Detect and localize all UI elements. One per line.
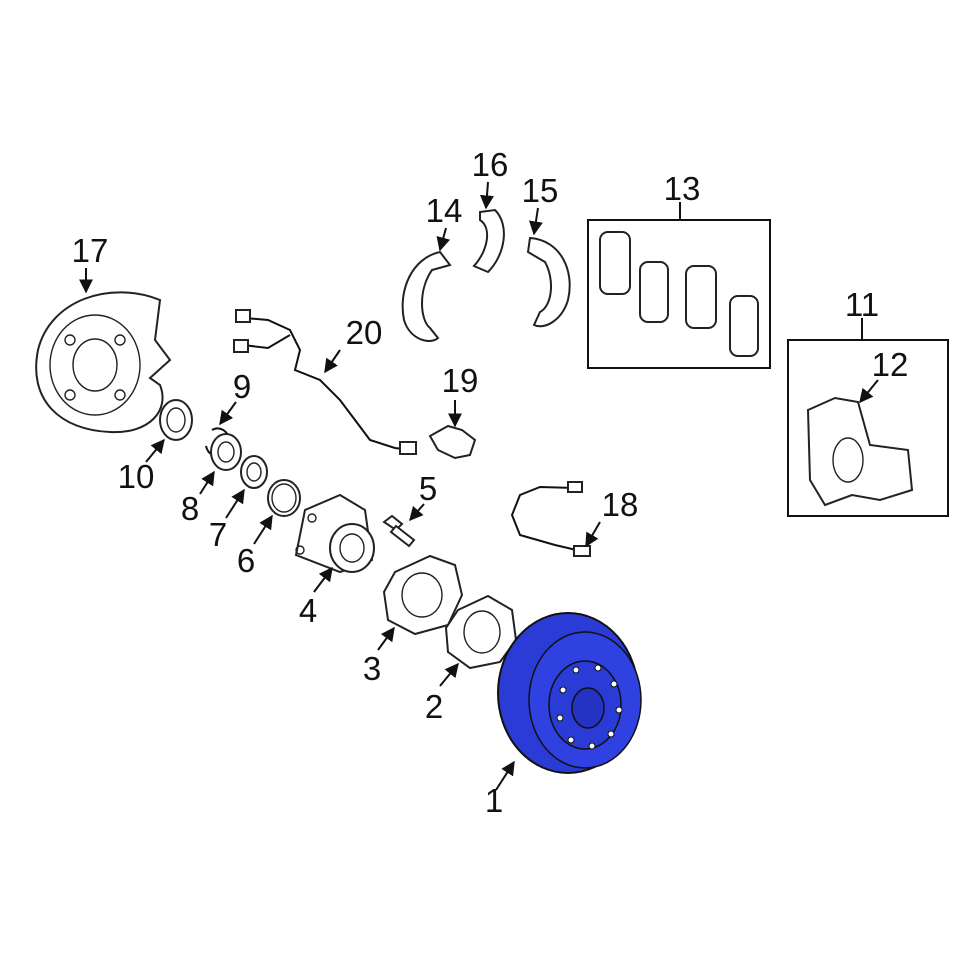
hub-assembly	[294, 493, 375, 574]
callout-13: 13	[664, 170, 701, 207]
bolt	[382, 514, 416, 548]
brake-pads	[599, 231, 759, 357]
callout-16: 16	[472, 146, 509, 183]
shoe-clip	[472, 208, 505, 274]
oil-seal	[159, 399, 193, 441]
brake-shoe-left	[401, 250, 452, 342]
callout-9: 9	[233, 368, 251, 405]
sensor-bracket	[428, 424, 477, 460]
callout-7: 7	[209, 516, 227, 553]
callout-6: 6	[237, 542, 255, 579]
brake-shoe-right	[526, 236, 571, 328]
abs-sensor-harness	[233, 309, 417, 455]
callout-3: 3	[363, 650, 381, 687]
callout-14: 14	[426, 192, 463, 229]
caliper	[806, 396, 914, 507]
callout-10: 10	[118, 458, 155, 495]
o-ring	[267, 479, 301, 517]
callout-5: 5	[419, 470, 437, 507]
bearing	[210, 433, 242, 471]
brake-rotor[interactable]	[497, 612, 642, 774]
callout-11: 11	[845, 286, 879, 323]
callout-15: 15	[522, 172, 559, 209]
callout-18: 18	[602, 486, 639, 523]
callout-1: 1	[485, 782, 503, 819]
callout-19: 19	[442, 362, 479, 399]
callout-17: 17	[72, 232, 109, 269]
caliper-box	[787, 339, 949, 517]
gasket	[444, 594, 518, 670]
callout-8: 8	[181, 490, 199, 527]
brake-hose	[510, 481, 591, 557]
callout-12: 12	[872, 346, 909, 383]
callout-20: 20	[346, 314, 383, 351]
backing-plate	[35, 291, 172, 434]
callout-2: 2	[425, 688, 443, 725]
retainer-ring	[240, 455, 268, 489]
callout-4: 4	[299, 592, 317, 629]
leader-lines	[79, 181, 879, 791]
